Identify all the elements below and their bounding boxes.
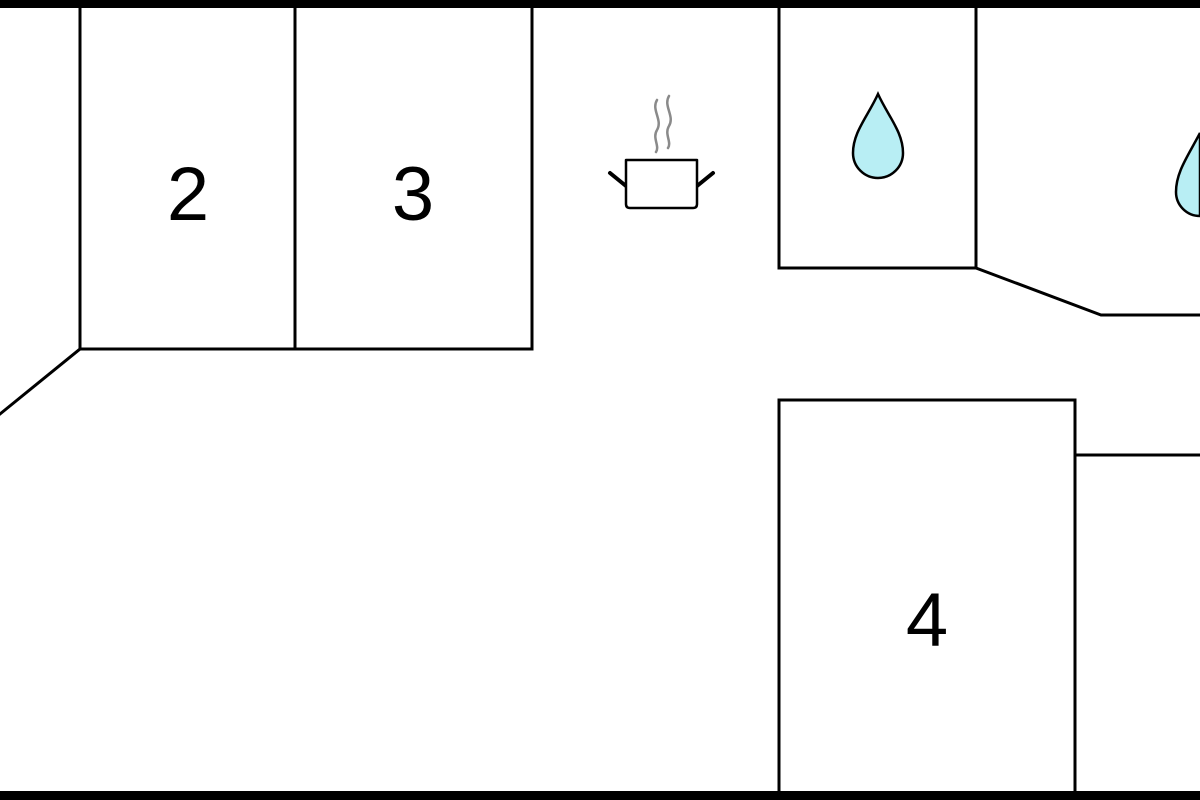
bathroom-2-outline [974, 266, 1200, 317]
bottom-outer-wall [0, 791, 1200, 800]
water-drop-icon [1174, 132, 1200, 218]
room-4-outline [777, 398, 1077, 793]
room-4-number: 4 [906, 578, 948, 663]
cooking-pot-icon [608, 94, 715, 210]
bathroom-1-outline [777, 6, 978, 270]
left-diagonal-wall [0, 346, 83, 416]
steam-right [666, 94, 672, 150]
pot-handle-right [695, 171, 715, 188]
room-3-number: 3 [392, 152, 434, 237]
room-2-number: 2 [167, 152, 209, 237]
pot-handle-left [608, 171, 628, 188]
top-outer-wall [0, 0, 1200, 8]
water-drop-icon [851, 90, 905, 180]
room-2-3-outline [78, 6, 534, 351]
pot-body [624, 158, 699, 210]
steam-left [654, 98, 660, 154]
